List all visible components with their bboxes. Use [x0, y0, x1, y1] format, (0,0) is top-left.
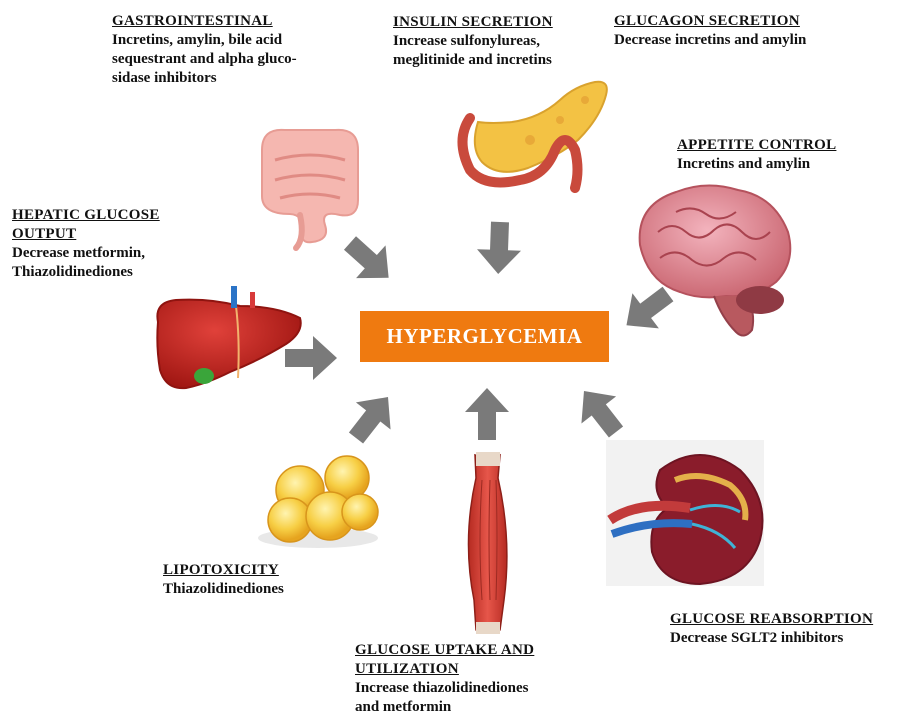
fat-cells-icon: [258, 456, 378, 548]
lipotoxicity-block: LIPOTOXICITY Thiazolidinediones: [163, 561, 284, 599]
arrow-from-kidney: [567, 377, 634, 445]
insulin-secretion-heading: INSULIN SECRETION: [393, 13, 553, 32]
glucose-uptake-heading-line: UTILIZATION: [355, 660, 534, 679]
insulin-secretion-desc-line: Increase sulfonylureas,: [393, 32, 553, 51]
glucose-reabsorption-block: GLUCOSE REABSORPTION Decrease SGLT2 inhi…: [670, 610, 873, 648]
lipotoxicity-desc-line: Thiazolidinediones: [163, 580, 284, 599]
gastrointestinal-desc-line: sequestrant and alpha gluco-: [112, 50, 297, 69]
arrow-from-muscle: [465, 388, 509, 440]
lipotoxicity-heading: LIPOTOXICITY: [163, 561, 284, 580]
pancreas-icon: [463, 82, 607, 188]
arrow-from-pancreas: [476, 221, 522, 275]
arrow-from-liver: [285, 336, 337, 380]
glucose-reabsorption-heading: GLUCOSE REABSORPTION: [670, 610, 873, 629]
arrow-from-intestine: [335, 227, 403, 294]
brain-icon: [640, 185, 791, 335]
intestine-icon: [262, 130, 358, 248]
glucose-reabsorption-desc-line: Decrease SGLT2 inhibitors: [670, 629, 873, 648]
kidney-icon: [606, 440, 764, 586]
glucagon-secretion-block: GLUCAGON SECRETION Decrease incretins an…: [614, 12, 806, 50]
arrow-from-fat: [339, 383, 406, 451]
glucagon-secretion-heading: GLUCAGON SECRETION: [614, 12, 806, 31]
appetite-control-desc-line: Incretins and amylin: [677, 155, 836, 174]
glucagon-secretion-desc-line: Decrease incretins and amylin: [614, 31, 806, 50]
hepatic-glucose-heading-line: OUTPUT: [12, 225, 160, 244]
glucose-uptake-desc-line: and metformin: [355, 698, 534, 717]
glucose-uptake-heading-line: GLUCOSE UPTAKE AND: [355, 641, 534, 660]
insulin-secretion-block: INSULIN SECRETION Increase sulfonylureas…: [393, 13, 553, 70]
liver-icon: [157, 286, 300, 388]
appetite-control-block: APPETITE CONTROL Incretins and amylin: [677, 136, 836, 174]
gastrointestinal-block: GASTROINTESTINAL Incretins, amylin, bile…: [112, 12, 297, 88]
glucose-uptake-desc-line: Increase thiazolidinediones: [355, 679, 534, 698]
gastrointestinal-heading: GASTROINTESTINAL: [112, 12, 297, 31]
hepatic-glucose-block: HEPATIC GLUCOSE OUTPUT Decrease metformi…: [12, 206, 160, 282]
gastrointestinal-desc-line: Incretins, amylin, bile acid: [112, 31, 297, 50]
glucose-uptake-block: GLUCOSE UPTAKE AND UTILIZATION Increase …: [355, 641, 534, 717]
hyperglycemia-label: HYPERGLYCEMIA: [387, 324, 583, 349]
muscle-icon: [468, 452, 506, 634]
gastrointestinal-desc-line: sidase inhibitors: [112, 69, 297, 88]
hepatic-glucose-desc-line: Thiazolidinediones: [12, 263, 160, 282]
hepatic-glucose-heading-line: HEPATIC GLUCOSE: [12, 206, 160, 225]
appetite-control-heading: APPETITE CONTROL: [677, 136, 836, 155]
hepatic-glucose-desc-line: Decrease metformin,: [12, 244, 160, 263]
hyperglycemia-box: HYPERGLYCEMIA: [360, 311, 609, 362]
insulin-secretion-desc-line: meglitinide and incretins: [393, 51, 553, 70]
